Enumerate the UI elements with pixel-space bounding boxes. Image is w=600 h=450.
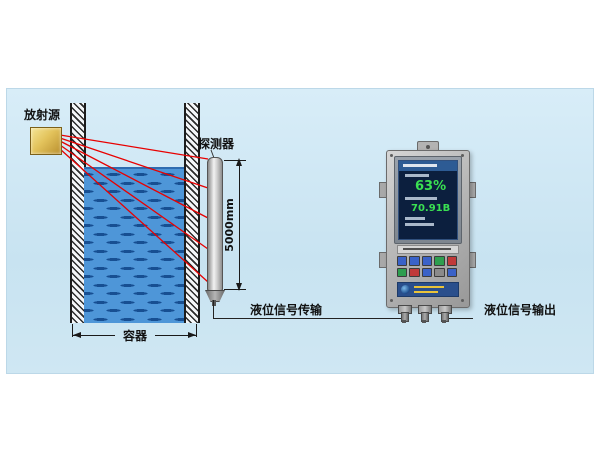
keypad-button [409, 256, 420, 266]
vessel-extension-left [72, 324, 73, 337]
screen-text-line [405, 174, 429, 177]
vessel-arrow-right [188, 332, 196, 338]
keypad-button [434, 267, 445, 277]
signal-output-line [449, 318, 473, 319]
dimension-arrow-up [236, 158, 242, 166]
vessel-dim-line-right [155, 335, 196, 336]
detector-stem [212, 300, 216, 306]
keypad-button [421, 256, 433, 266]
keypad-button [397, 267, 408, 277]
cable-gland-3 [438, 305, 452, 323]
screen-text-line [405, 223, 434, 226]
screw-bottom-right [461, 299, 464, 302]
screen-text-line [405, 217, 425, 220]
dimension-line [239, 162, 240, 288]
gland-tip [442, 320, 446, 323]
liquid-level [84, 167, 184, 323]
signal-line-vertical [213, 300, 214, 318]
screen-text-line [405, 197, 437, 200]
signal-output-label: 液位信号输出 [483, 303, 556, 317]
screw-bottom-left [390, 299, 393, 302]
transmitter-screen: 63% 70.91B [398, 160, 458, 240]
cable-gland-1 [398, 305, 412, 323]
screen-percent-value: 63% [415, 179, 447, 194]
dimension-tick-bottom [224, 289, 246, 290]
keypad-button [421, 267, 433, 277]
detector-rod [207, 157, 223, 291]
keypad-button [397, 256, 408, 266]
screen-title-bar [399, 161, 457, 171]
keypad-button [434, 256, 445, 266]
signal-transmission-label: 液位信号传输 [249, 303, 322, 317]
vessel-arrow-left [73, 332, 81, 338]
keypad-button [446, 256, 457, 266]
brand-logo-icon [401, 285, 410, 294]
brand-text-line [414, 286, 444, 288]
radiation-source-label: 放射源 [24, 108, 61, 122]
brand-text-line [414, 291, 438, 293]
vessel-extension-right [196, 324, 197, 337]
gland-tip [402, 320, 406, 323]
cable-gland-2 [418, 305, 432, 323]
screw-top-left [390, 154, 393, 157]
detector-length-label: 5000mm [223, 198, 236, 252]
dimension-tick-top [224, 160, 246, 161]
gland-tip [422, 320, 426, 323]
vessel-dim-line-left [73, 335, 115, 336]
dimension-arrow-down [236, 283, 242, 291]
screw-top-right [461, 154, 464, 157]
signal-line-horizontal [213, 318, 404, 319]
keypad-button [446, 267, 457, 277]
keypad [397, 256, 457, 277]
vessel-label: 容器 [122, 329, 147, 343]
detector-label: 探测器 [198, 137, 235, 151]
keypad-button [409, 267, 420, 277]
brand-band [397, 282, 459, 297]
screen-reading-value: 70.91B [411, 203, 451, 214]
model-nameplate [397, 245, 459, 254]
radiation-source [30, 127, 62, 155]
